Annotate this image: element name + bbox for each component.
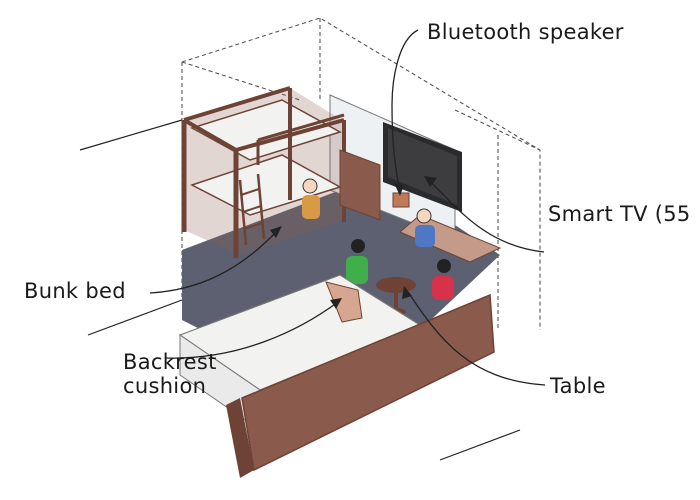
label-backrest-cushion: Backrest cushion — [123, 350, 253, 398]
leader-bunk — [149, 229, 279, 294]
arrowhead-bunk — [270, 226, 282, 238]
tv-screen — [388, 128, 457, 205]
sofa-bed — [178, 274, 495, 478]
people — [302, 178, 454, 300]
arrowhead-cushion — [330, 298, 342, 309]
label-backrest-line1: Backrest — [123, 350, 217, 374]
leader-lines — [149, 29, 546, 386]
arrowhead-tv — [424, 176, 437, 187]
label-bluetooth-speaker: Bluetooth speaker — [427, 20, 624, 44]
arrowhead-table — [402, 286, 412, 299]
leader-cushion — [165, 301, 339, 359]
leader-speaker — [391, 29, 419, 194]
cabinet — [339, 149, 381, 221]
label-table: Table — [550, 374, 606, 398]
label-bunk-bed: Bunk bed — [24, 279, 126, 303]
label-smart-tv: Smart TV (55 — [548, 202, 691, 226]
label-backrest-line2: cushion — [123, 374, 207, 399]
leader-tv — [427, 179, 545, 253]
speaker-box — [392, 192, 410, 208]
arrowhead-speaker — [394, 183, 404, 196]
perspective-lines — [79, 119, 521, 461]
leader-table — [407, 291, 546, 386]
